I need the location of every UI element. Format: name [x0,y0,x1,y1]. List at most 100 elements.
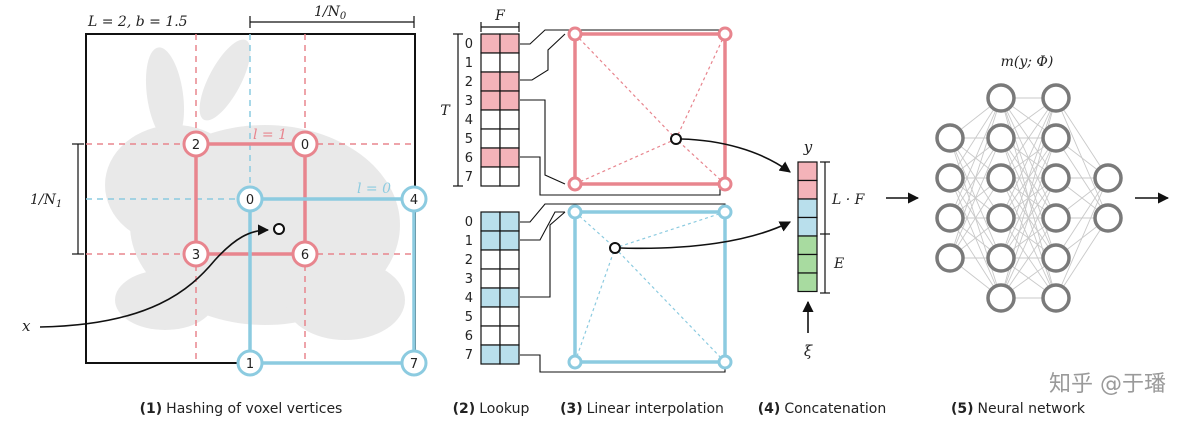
concat-vector [797,161,818,293]
vector-cell [797,161,818,182]
hash-table-index: 6 [465,151,473,166]
hash-table-cell [499,71,520,92]
caption-interpolation: (3)Linear interpolation [560,401,724,417]
hash-table-cell [480,52,501,73]
network-edge [1000,97,1057,219]
network-neuron [986,283,1016,313]
red-vertex: 3 [182,240,210,268]
hash-table-cell [480,268,501,289]
red-vertex: 2 [182,130,210,158]
feature-dim-label: F [494,8,506,24]
watermark-text: 知乎 @于璠 [1049,372,1166,397]
network-neuron [986,83,1016,113]
blue-interp-lines [574,211,726,363]
hash-table-cell [499,109,520,130]
vector-cell [797,272,818,293]
network-edge [1055,217,1109,299]
network-neuron [1041,83,1071,113]
hash-table-index: 0 [465,215,473,230]
hash-table-cell [480,90,501,111]
hash-table-cell [480,147,501,168]
network-label: m(y; Φ) [1001,54,1054,70]
blue-interp-corners [567,204,733,370]
table-size-bracket [453,33,463,187]
caption-hashing: (1)Hashing of voxel vertices [140,401,343,417]
network-neuron [935,123,965,153]
hash-table-cell [499,306,520,327]
hash-table-index: 3 [465,272,473,287]
red-vertex: 6 [291,240,319,268]
red-interp-square [573,32,727,186]
svg-text:0: 0 [246,193,254,208]
hash-table-cell [480,249,501,270]
n0-label: 1/N0 [314,4,347,22]
hash-table-cell [499,90,520,111]
vector-cell [797,198,818,219]
hash-table-cell [480,211,501,232]
hash-table-cell [499,52,520,73]
blue-grid-lines [86,34,251,200]
network-neuron [1093,163,1123,193]
input-point [273,223,285,235]
hash-table-cell [499,33,520,54]
hash-table-cell [499,249,520,270]
blue-to-vector-arrow [619,221,792,250]
network-neuron [1041,243,1071,273]
red-lookup-connectors [520,29,721,196]
network-neuron [935,163,965,193]
vector-cell [797,253,818,274]
svg-text:7: 7 [410,357,418,372]
hash-params-label: L = 2, b = 1.5 [87,14,188,30]
network-edge [1000,217,1057,299]
vector-y-label: y [803,138,813,156]
network-neuron [1041,283,1071,313]
vector-cell [797,179,818,200]
svg-text:2: 2 [192,138,200,153]
network-neuron [935,243,965,273]
blue-vertex: 1 [236,349,264,377]
hash-table-index: 6 [465,329,473,344]
network-edge [949,97,1002,259]
hash-table-cell [480,71,501,92]
hash-table-cell [499,211,520,232]
e-bracket [820,234,830,294]
caption-neural-network: (5)Neural network [951,401,1086,417]
n1-label: 1/N1 [30,192,62,210]
hash-table-cell [480,166,501,187]
xi-label: ξ [804,342,813,360]
blue-interp-point [609,242,621,254]
blue-vertex: 4 [400,185,428,213]
network-neuron [1041,203,1071,233]
svg-text:3: 3 [192,248,200,263]
hash-table-cell [499,325,520,346]
n0-bracket [249,16,415,28]
caption-lookup: (2)Lookup [453,401,530,417]
hash-table-index: 4 [465,113,473,128]
vector-cell [797,235,818,256]
hash-table-cell [480,306,501,327]
network-edge [1055,177,1109,299]
panel-neural-network: m(y; Φ) [935,54,1170,313]
network-edge [949,137,1002,259]
hash-table-cell [499,230,520,251]
hash-table-cell [499,344,520,365]
network-neuron [986,163,1016,193]
level-0-label: l = 0 [357,181,391,197]
network-edge [949,177,1002,259]
network-edge [1000,97,1057,179]
hash-table-index: 5 [465,132,473,147]
network-neuron [1093,203,1123,233]
hash-table-cell [499,128,520,149]
input-arrow [39,224,270,328]
caption-concatenation: (4)Concatenation [758,401,886,417]
network-neuron [935,203,965,233]
n1-bracket [72,143,84,255]
hash-table-cell [499,268,520,289]
panel-interpolation [567,26,792,370]
hash-table-index: 7 [465,348,473,363]
network-edge [949,97,1002,219]
blue-interp-square [573,210,727,364]
